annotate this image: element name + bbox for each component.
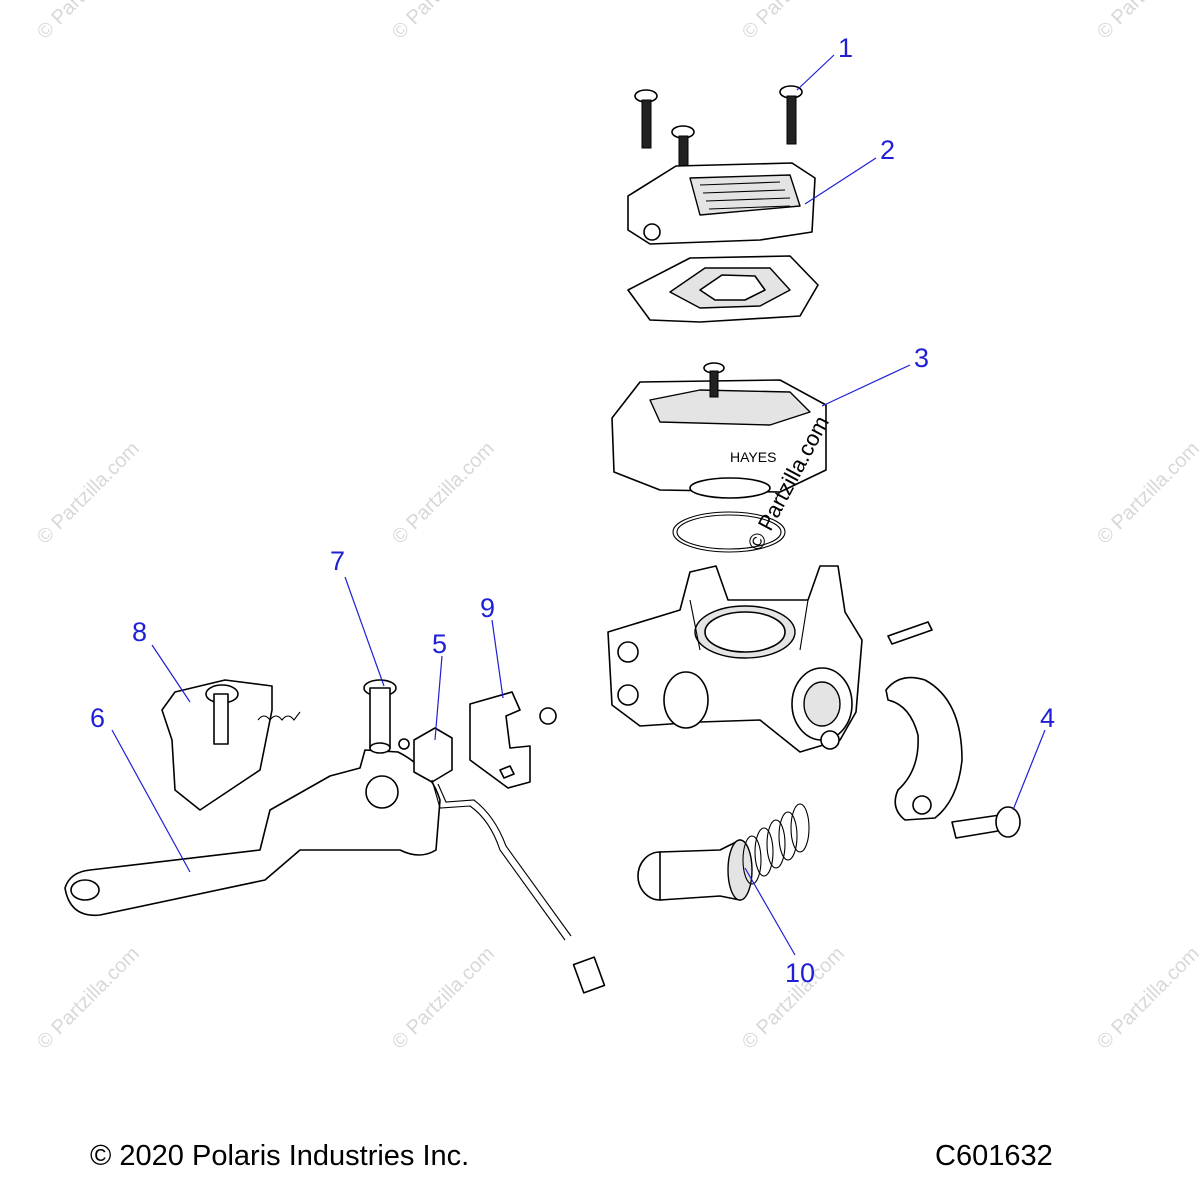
callout-2: 2: [880, 135, 895, 165]
callout-6: 6: [90, 703, 105, 733]
part-reservoir-body: HAYES: [611, 362, 827, 499]
callout-3: 3: [914, 343, 929, 373]
callout-1: 1: [838, 33, 853, 63]
part-master-cylinder-housing: [607, 565, 863, 753]
watermark: © Partzilla.com: [1093, 438, 1200, 549]
part-code: C601632: [935, 1140, 1053, 1172]
leader-lines: [111, 54, 1046, 956]
callout-8: 8: [132, 617, 147, 647]
part-bracket: [469, 691, 557, 789]
part-pivot-pin: [363, 679, 397, 754]
part-diaphragm: [627, 255, 819, 323]
watermark: © Partzilla.com: [33, 943, 144, 1054]
watermark: © Partzilla.com: [388, 0, 499, 44]
part-piston-assembly: [637, 803, 810, 901]
watermark: © Partzilla.com: [388, 943, 499, 1054]
callout-7: 7: [330, 546, 345, 576]
callout-4: 4: [1040, 703, 1055, 733]
part-screws: [634, 85, 803, 195]
watermark: © Partzilla.com: [1093, 0, 1200, 44]
callout-9: 9: [480, 593, 495, 623]
part-reservoir-cap: [627, 162, 816, 245]
watermark: © Partzilla.com: [738, 0, 849, 44]
callout-10: 10: [785, 958, 815, 988]
watermark-grid: © Partzilla.com © Partzilla.com © Partzi…: [33, 0, 1200, 1054]
part-clamp-bolt: [951, 806, 1021, 839]
part-brake-switch: [398, 727, 606, 994]
watermark: © Partzilla.com: [388, 438, 499, 549]
watermark: © Partzilla.com: [33, 0, 144, 44]
part-clamp: [885, 676, 963, 821]
callout-labels: 1 2 3 4 5 6 7 8 9 10: [90, 33, 1055, 988]
part-pin: [887, 621, 933, 645]
part-adjuster: [161, 679, 301, 811]
watermark: © Partzilla.com: [33, 438, 144, 549]
callout-5: 5: [432, 629, 447, 659]
part-o-ring: [672, 511, 786, 553]
part-brake-lever: [64, 749, 441, 917]
brand-mark: HAYES: [730, 449, 776, 465]
watermark: © Partzilla.com: [1093, 943, 1200, 1054]
copyright-text: © 2020 Polaris Industries Inc.: [90, 1140, 470, 1172]
